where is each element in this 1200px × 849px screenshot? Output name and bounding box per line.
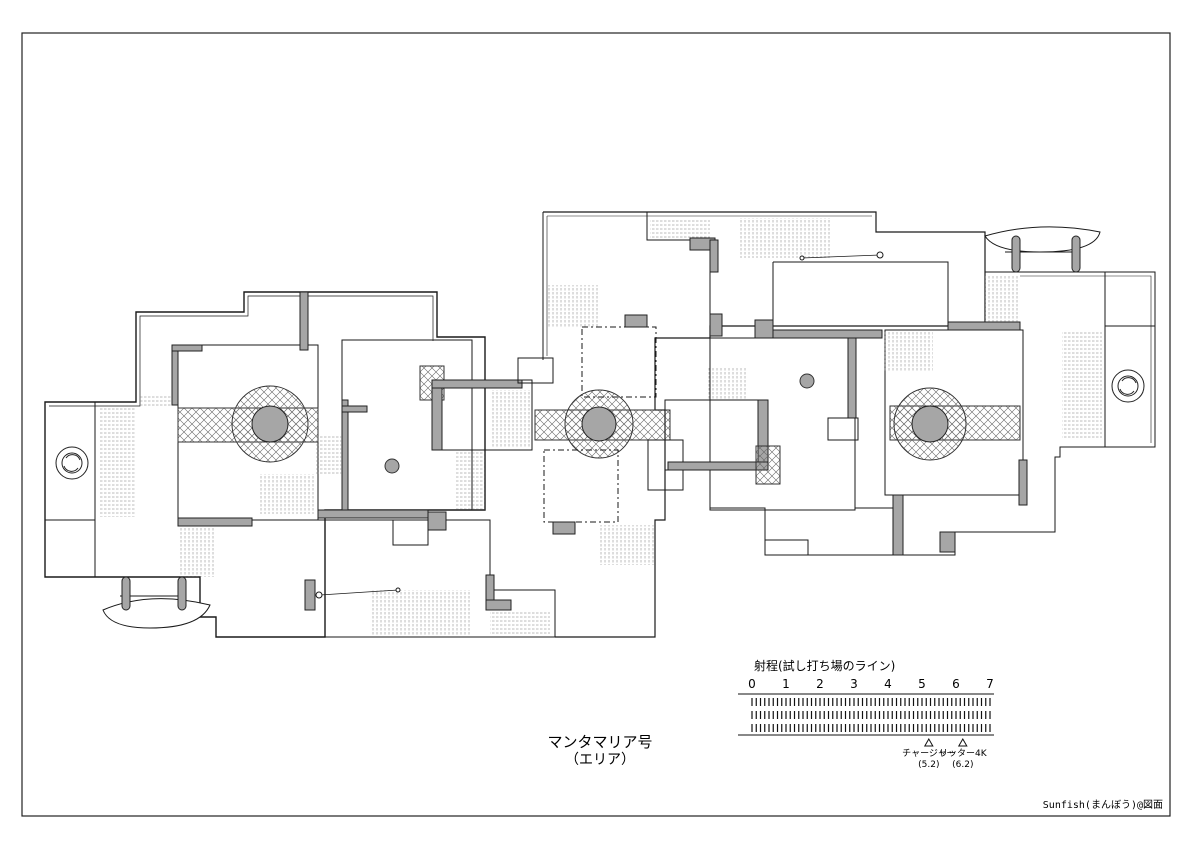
wall-block xyxy=(427,511,447,531)
stairs xyxy=(740,218,830,258)
boat-post xyxy=(121,576,131,611)
small-pillar xyxy=(384,458,400,474)
scale-tick-label: 5 xyxy=(918,677,926,691)
zipline-anchor xyxy=(315,591,323,599)
stairs xyxy=(316,436,342,476)
stairs xyxy=(600,525,655,565)
stairs xyxy=(548,285,600,327)
stairs xyxy=(650,218,710,238)
wall-block xyxy=(769,329,883,339)
zipline-anchor xyxy=(395,587,401,593)
scale-tick-label: 6 xyxy=(952,677,960,691)
floor-plan xyxy=(44,211,1156,638)
wall-block xyxy=(754,319,774,339)
stairs xyxy=(370,590,470,635)
stairs xyxy=(260,474,315,514)
right-center-room xyxy=(709,337,856,511)
wall-block xyxy=(1018,459,1028,506)
scale-tick-label: 0 xyxy=(748,677,756,691)
range-marker-value: (5.2) xyxy=(918,760,939,770)
wall-block xyxy=(317,509,429,519)
left-center-room xyxy=(341,339,473,511)
stairs xyxy=(490,610,550,635)
boat-post xyxy=(1011,235,1021,273)
wall-block xyxy=(709,239,719,273)
dashed-top-zone xyxy=(581,326,657,398)
round-pillar-icon xyxy=(581,406,617,442)
wall-block xyxy=(552,521,576,535)
crate-hatch xyxy=(755,445,781,485)
wall-block xyxy=(171,344,203,352)
scale-tick-label: 3 xyxy=(850,677,858,691)
stairs xyxy=(708,368,748,400)
spawn-ring-icon xyxy=(1111,369,1145,403)
stairs xyxy=(180,527,215,577)
right-inner-outline xyxy=(1020,275,1152,443)
map-title: マンタマリア号 xyxy=(547,733,652,751)
boat-post xyxy=(1071,235,1081,273)
wall-block xyxy=(892,494,904,556)
wall-block xyxy=(709,313,723,337)
scale-tick-label: 7 xyxy=(986,677,994,691)
center-outline xyxy=(543,211,986,638)
box xyxy=(392,519,429,546)
stairs xyxy=(455,450,485,510)
spawn-ring-icon xyxy=(55,446,89,480)
wall-block xyxy=(939,531,956,553)
left-spawn-ramp xyxy=(100,407,136,517)
zipline-anchor xyxy=(799,255,805,261)
scale-tick-label: 4 xyxy=(884,677,892,691)
round-pillar-icon xyxy=(911,405,949,443)
upper-right-block xyxy=(772,261,949,330)
wall-block xyxy=(847,337,857,419)
boat-icon xyxy=(984,226,1101,253)
right-spawn-ramp xyxy=(1062,330,1102,440)
wall-block xyxy=(341,405,368,413)
range-marker-triangle xyxy=(957,737,968,747)
stairs xyxy=(883,332,933,372)
left-ramp-top xyxy=(140,395,178,407)
wall-block xyxy=(304,579,316,611)
box xyxy=(827,417,859,441)
wall-block xyxy=(341,399,349,511)
range-marker-triangle xyxy=(923,737,934,747)
range-scale: 射程(試し打ち場のライン) 0 1 2 3 4 5 6 7 チャージャー(5.2)リッター4K… xyxy=(738,658,994,770)
range-marker-label: リッター4K xyxy=(939,748,988,759)
upper-right-block xyxy=(646,212,711,338)
sheet-border xyxy=(21,32,1171,817)
wall-block xyxy=(485,599,512,611)
small-pillar xyxy=(799,373,815,389)
zipline xyxy=(319,589,399,596)
wall-block xyxy=(177,517,253,527)
wall-block xyxy=(431,379,523,389)
box xyxy=(517,357,554,384)
zipline xyxy=(801,254,881,259)
dashed-bottom-zone xyxy=(543,449,619,523)
scale-tick-label: 2 xyxy=(816,677,824,691)
stairs xyxy=(985,276,1020,326)
zipline-anchor xyxy=(876,251,884,259)
stairs xyxy=(490,390,530,448)
range-scale-heading: 射程(試し打ち場のライン) xyxy=(754,658,895,673)
range-marker-label: チャージャー xyxy=(902,748,955,759)
map-subtitle: （エリア） xyxy=(565,752,635,768)
scale-tick-label: 1 xyxy=(782,677,790,691)
wall-block xyxy=(667,461,769,471)
wall-block xyxy=(171,344,179,406)
boat-icon xyxy=(102,598,211,629)
wall-block xyxy=(624,314,648,328)
wall-block xyxy=(299,291,309,351)
boat-post xyxy=(177,576,187,611)
range-marker-value: (6.2) xyxy=(952,760,973,770)
lower-right-steps xyxy=(764,495,894,555)
credit: Sunfish(まんぼう)@図面 xyxy=(1043,799,1163,811)
wall-block xyxy=(431,379,443,451)
bottom-left-corridor xyxy=(252,519,556,638)
right-tower-block xyxy=(664,399,769,471)
round-pillar-icon xyxy=(251,405,289,443)
wall-block xyxy=(947,321,1021,331)
